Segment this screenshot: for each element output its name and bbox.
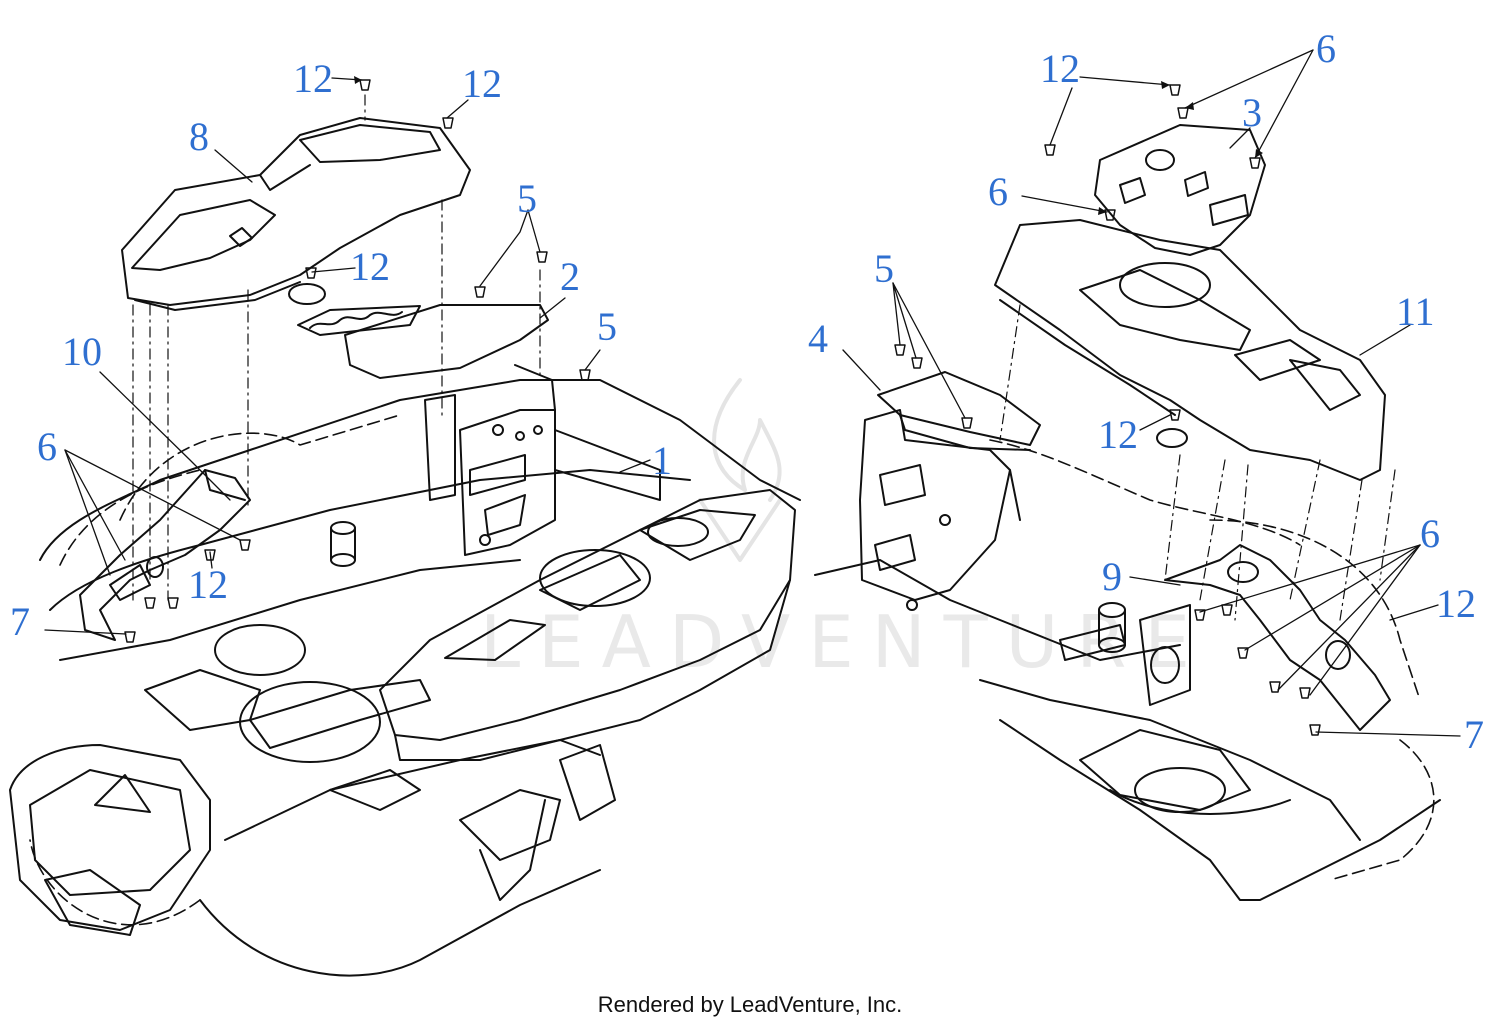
callout-12: 12	[462, 61, 502, 106]
callout-6: 6	[988, 169, 1008, 214]
part-8-console-cover	[121, 117, 471, 311]
callout-12: 12	[1098, 412, 1138, 457]
leadventure-flame-logo-watermark	[698, 378, 782, 562]
callout-3: 3	[1242, 90, 1262, 135]
fastener-screws	[124, 79, 1321, 736]
part-1-frame-left	[9, 379, 801, 977]
callout-12: 12	[350, 244, 390, 289]
callout-6: 6	[1420, 511, 1440, 556]
watermark-text: LEADVENTURE	[480, 600, 1208, 684]
callout-5: 5	[874, 246, 894, 291]
part-1-tower	[424, 364, 661, 556]
part-right-frame	[814, 559, 1441, 901]
frame-tube-dashed	[29, 414, 1435, 926]
callout-7: 7	[1464, 712, 1484, 757]
callout-12: 12	[1040, 46, 1080, 91]
callout-2: 2	[560, 254, 580, 299]
callout-12: 12	[188, 562, 228, 607]
part-11-console-cover	[994, 219, 1386, 481]
callout-5: 5	[597, 304, 617, 349]
footer-credit: Rendered by LeadVenture, Inc.	[597, 992, 903, 1017]
assembly-guide-lines	[132, 94, 1396, 621]
callout-12: 12	[1436, 581, 1476, 626]
callout-11: 11	[1396, 289, 1435, 334]
part-2-plate	[297, 304, 549, 379]
callout-7: 7	[10, 599, 30, 644]
part-right-seat-post	[1098, 602, 1126, 653]
part-fender-tub	[379, 489, 796, 761]
callout-9: 9	[1102, 554, 1122, 599]
leader-lines	[44, 49, 1461, 737]
callout-1: 1	[652, 438, 672, 483]
part-seat-post	[330, 521, 356, 567]
callout-5: 5	[517, 176, 537, 221]
part-9-bracket	[1164, 544, 1391, 731]
callout-6: 6	[1316, 26, 1336, 71]
callout-10: 10	[62, 329, 102, 374]
part-right-tower	[859, 409, 1021, 611]
callout-4: 4	[808, 316, 828, 361]
part-4-plate	[877, 371, 1041, 451]
callout-8: 8	[189, 114, 209, 159]
callout-labels: 12 12 8 12 5 2 5 10 6 1 12 7 12 6 3 6 5 …	[10, 26, 1484, 757]
leader-arrowheads	[354, 76, 1263, 215]
callout-12: 12	[293, 56, 333, 101]
part-3-panel	[1094, 124, 1266, 256]
callout-6: 6	[37, 424, 57, 469]
